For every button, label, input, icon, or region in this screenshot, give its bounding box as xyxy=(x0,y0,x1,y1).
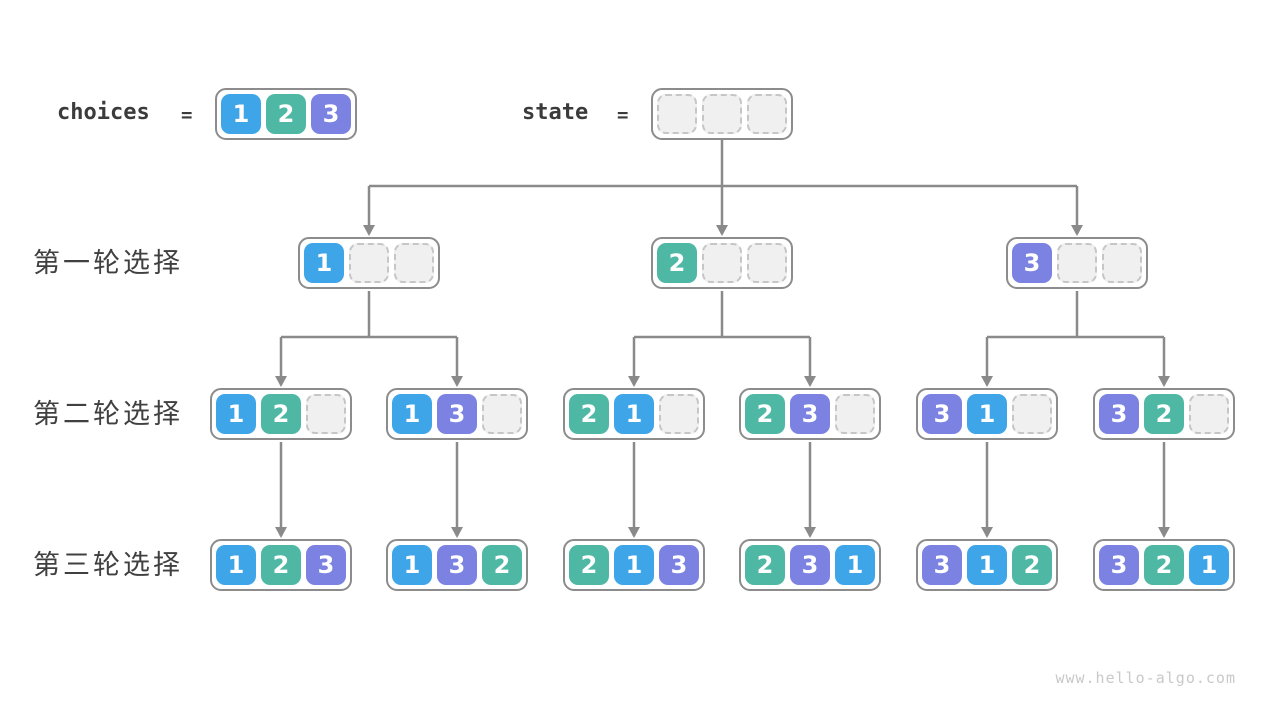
state-cell-2: 2 xyxy=(1144,545,1184,585)
node-round1-2: 2 xyxy=(651,237,793,289)
state-cell-empty xyxy=(1189,394,1229,434)
state-label: state xyxy=(522,100,589,125)
state-cell-3: 3 xyxy=(306,545,346,585)
state-cell-2: 2 xyxy=(1144,394,1184,434)
state-cell-1: 1 xyxy=(392,545,432,585)
state-cell-empty xyxy=(1012,394,1052,434)
node-round1-1: 1 xyxy=(298,237,440,289)
state-cell-3: 3 xyxy=(790,394,830,434)
state-cell-1: 1 xyxy=(614,394,654,434)
equals-sign: = xyxy=(617,104,629,126)
state-cell-empty xyxy=(702,94,742,134)
state-cell-2: 2 xyxy=(569,545,609,585)
state-cell-empty xyxy=(657,94,697,134)
state-cell-1: 1 xyxy=(835,545,875,585)
state-cell-2: 2 xyxy=(261,545,301,585)
state-cell-3: 3 xyxy=(922,394,962,434)
state-cell-2: 2 xyxy=(482,545,522,585)
state-cell-3: 3 xyxy=(659,545,699,585)
state-cell-empty xyxy=(1102,243,1142,283)
state-box xyxy=(651,88,793,140)
state-cell-3: 3 xyxy=(311,94,351,134)
state-cell-1: 1 xyxy=(216,545,256,585)
watermark: www.hello-algo.com xyxy=(1055,669,1236,687)
state-cell-3: 3 xyxy=(1099,545,1139,585)
state-cell-2: 2 xyxy=(745,545,785,585)
state-cell-empty xyxy=(747,94,787,134)
state-cell-1: 1 xyxy=(221,94,261,134)
state-cell-empty xyxy=(747,243,787,283)
node-round1-3: 3 xyxy=(1006,237,1148,289)
state-cell-3: 3 xyxy=(1099,394,1139,434)
state-cell-3: 3 xyxy=(790,545,830,585)
row-label-round3: 第三轮选择 xyxy=(33,550,183,581)
state-cell-empty xyxy=(306,394,346,434)
equals-sign: = xyxy=(181,104,193,126)
state-cell-1: 1 xyxy=(1189,545,1229,585)
state-cell-empty xyxy=(482,394,522,434)
state-cell-2: 2 xyxy=(657,243,697,283)
state-cell-empty xyxy=(835,394,875,434)
state-cell-1: 1 xyxy=(392,394,432,434)
choices-label: choices xyxy=(57,100,150,125)
state-cell-empty xyxy=(659,394,699,434)
state-cell-empty xyxy=(394,243,434,283)
state-cell-1: 1 xyxy=(967,545,1007,585)
state-cell-empty xyxy=(702,243,742,283)
row-label-round2: 第二轮选择 xyxy=(33,399,183,430)
state-cell-3: 3 xyxy=(437,545,477,585)
row-label-round1: 第一轮选择 xyxy=(33,248,183,279)
state-cell-empty xyxy=(349,243,389,283)
state-cell-3: 3 xyxy=(437,394,477,434)
state-cell-1: 1 xyxy=(304,243,344,283)
state-cell-3: 3 xyxy=(1012,243,1052,283)
state-cell-3: 3 xyxy=(922,545,962,585)
state-cell-empty xyxy=(1057,243,1097,283)
state-cell-2: 2 xyxy=(569,394,609,434)
state-cell-2: 2 xyxy=(261,394,301,434)
state-cell-2: 2 xyxy=(745,394,785,434)
state-cell-2: 2 xyxy=(1012,545,1052,585)
state-cell-2: 2 xyxy=(266,94,306,134)
state-cell-1: 1 xyxy=(614,545,654,585)
state-cell-1: 1 xyxy=(967,394,1007,434)
state-cell-1: 1 xyxy=(216,394,256,434)
